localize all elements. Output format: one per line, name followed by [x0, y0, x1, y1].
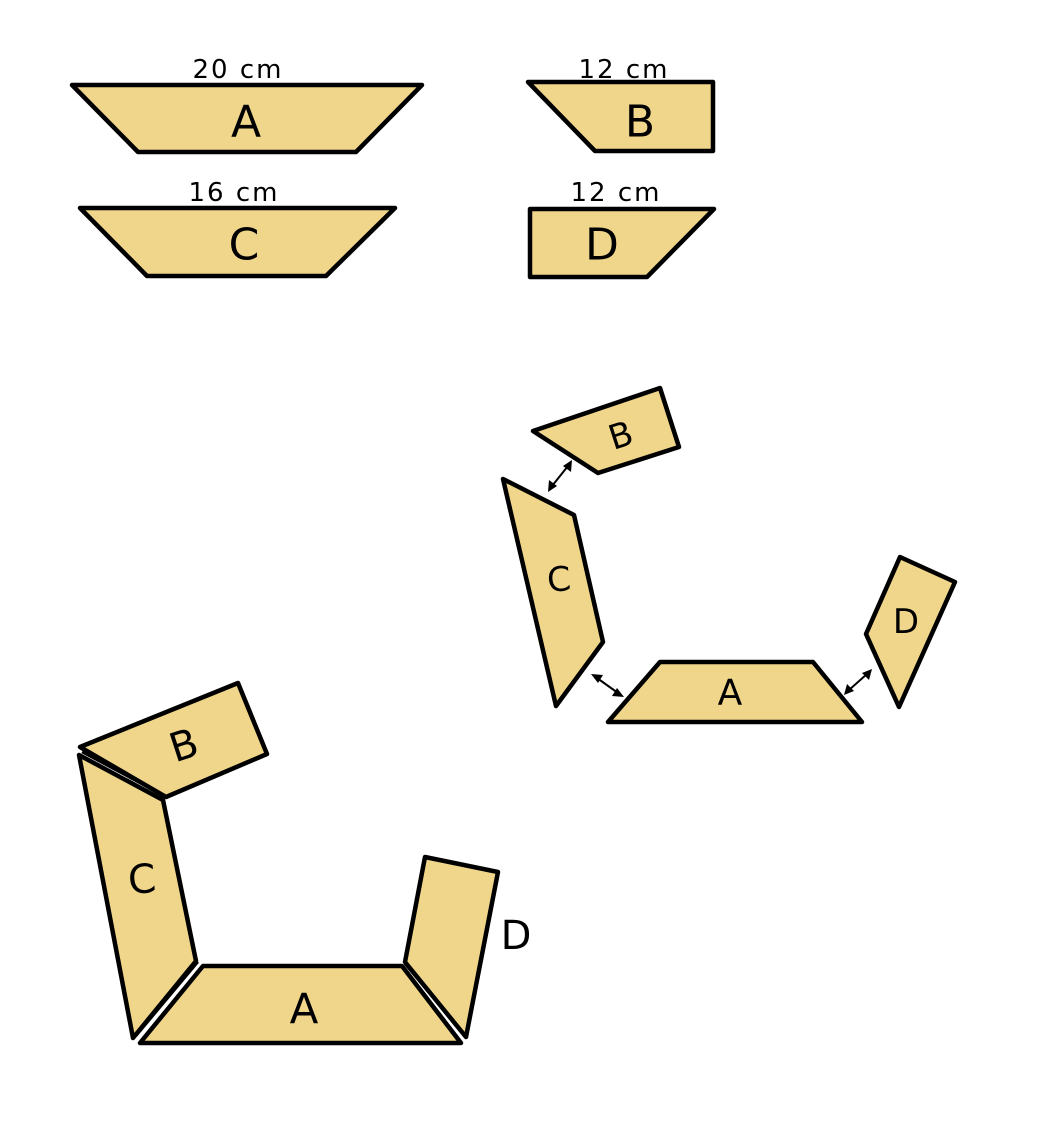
- exploded-piece-c-label: C: [545, 559, 572, 601]
- seam-line: [404, 963, 467, 1038]
- exploded-piece-a-shape: [605, 659, 865, 725]
- double-arrow-icon: [548, 460, 572, 492]
- piece-c-label: C: [229, 220, 260, 271]
- exploded-piece-c-shape: [500, 476, 606, 709]
- assembled-piece-c-shape: [76, 752, 199, 1041]
- piece-c-shape: [77, 205, 398, 279]
- piece-d-dimension: 12 cm: [571, 178, 662, 208]
- piece-a-label: A: [231, 97, 261, 148]
- piece-b-dimension: 12 cm: [579, 55, 670, 85]
- assembled-piece-d-label: D: [501, 913, 532, 959]
- exploded-piece-d-shape: [863, 554, 958, 710]
- exploded-piece-b-shape: [530, 385, 682, 476]
- exploded-piece-d-label: D: [893, 602, 919, 642]
- catalog-piece-b: 12 cm B: [525, 55, 716, 154]
- piece-catalog: 20 cm A 12 cm B 16 cm C 12 cm D: [69, 55, 717, 280]
- piece-d-label: D: [585, 220, 619, 271]
- catalog-piece-d: 12 cm D: [527, 178, 717, 280]
- piece-b-label: B: [625, 97, 655, 148]
- piece-b-shape: [525, 79, 716, 154]
- piece-a-shape: [69, 82, 425, 155]
- piece-a-dimension: 20 cm: [193, 55, 284, 85]
- assembled-piece-a-shape: [137, 963, 464, 1046]
- catalog-piece-a: 20 cm A: [69, 55, 425, 155]
- double-arrow-icon: [844, 669, 872, 695]
- assembled-piece-a-label: A: [290, 985, 319, 1034]
- seam-line: [81, 750, 167, 799]
- exploded-assembly: B C A D: [500, 385, 958, 725]
- exploded-piece-a-label: A: [718, 673, 743, 714]
- double-arrow-icon: [591, 674, 624, 697]
- seam-line: [135, 961, 199, 1037]
- piece-c-dimension: 16 cm: [189, 178, 280, 208]
- catalog-piece-c: 16 cm C: [77, 178, 398, 279]
- assembled-result: B C A D: [76, 680, 532, 1046]
- assembled-piece-c-label: C: [126, 856, 158, 904]
- piece-d-shape: [527, 206, 717, 280]
